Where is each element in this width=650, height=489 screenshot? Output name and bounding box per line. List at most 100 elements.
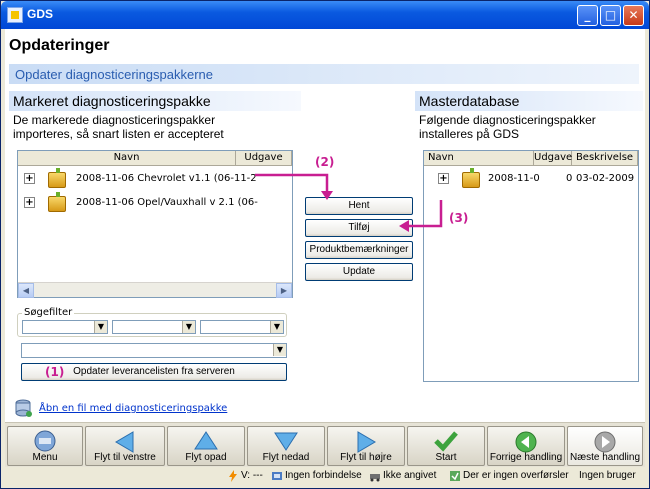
minimize-button[interactable]: _ (577, 5, 598, 26)
menu-label: Menu (32, 452, 58, 463)
filter-combo-2[interactable]: ▼ (112, 320, 196, 334)
package-description: 03-02-2009 (576, 173, 635, 184)
move-up-button[interactable]: Flyt opad (167, 426, 245, 466)
package-name: 2008-11-06 Chevrolet v1.1 (06-11-2 (76, 173, 257, 184)
voltage-status: V: --- (241, 470, 263, 481)
right-panel-header-bar: Masterdatabase (415, 91, 643, 111)
filter-combo-3[interactable]: ▼ (200, 320, 284, 334)
annotation-3: (3) (449, 211, 469, 225)
filter-combo-1[interactable]: ▼ (22, 320, 108, 334)
add-label: Tilføj (348, 222, 370, 233)
left-panel-header-bar: Markeret diagnosticeringspakke (9, 91, 301, 111)
list-item[interactable]: + 2008-11-06 Opel/Vauxhall v 2.1 (06- (18, 192, 292, 214)
move-right-label: Flyt til højre (340, 452, 392, 463)
product-notes-button[interactable]: Produktbemærkninger (305, 241, 413, 259)
menu-icon (34, 430, 56, 452)
connection-icon (272, 472, 282, 480)
previous-action-label: Forrige handling (489, 452, 563, 463)
window-title: GDS (27, 7, 54, 21)
filter-combo-wide[interactable]: ▼ (21, 343, 287, 358)
app-icon (7, 7, 23, 23)
annotation-1: (1) (45, 365, 65, 379)
update-delivery-list-button[interactable]: Opdater leverancelisten fra serveren (21, 363, 287, 381)
list-item[interactable]: + 2008-11-0 0 03-02-2009 (424, 168, 638, 190)
annotation-arrows (255, 173, 443, 232)
list-item[interactable]: + 2008-11-06 Chevrolet v1.1 (06-11-2 (18, 168, 292, 190)
chevron-down-icon[interactable]: ▼ (270, 321, 283, 333)
start-button[interactable]: Start (407, 426, 485, 466)
left-description-line2: importeres, så snart listen er acceptere… (13, 127, 224, 141)
right-panel-description: Følgende diagnosticeringspakker installe… (419, 113, 596, 141)
arrow-2 (255, 173, 329, 195)
right-description-line2: installeres på GDS (419, 127, 520, 141)
chevron-down-icon[interactable]: ▼ (94, 321, 107, 333)
page-title: Opdateringer (9, 37, 110, 54)
navigation-toolbar: Menu Flyt til venstre Flyt opad Flyt ned… (5, 422, 645, 467)
column-header-edition[interactable]: Udgave (534, 151, 572, 166)
connection-status: Ingen forbindelse (285, 470, 362, 481)
arrow-down-icon (274, 432, 298, 451)
close-button[interactable]: ✕ (623, 5, 644, 26)
update-delivery-list-label: Opdater leverancelisten fra serveren (73, 366, 235, 377)
move-right-button[interactable]: Flyt til højre (327, 426, 405, 466)
expand-icon[interactable]: + (438, 173, 449, 184)
move-left-button[interactable]: Flyt til venstre (85, 426, 165, 466)
next-action-label: Næste handling (569, 452, 641, 463)
maximize-button[interactable]: □ (600, 5, 621, 26)
database-icon (15, 399, 33, 419)
chevron-down-icon[interactable]: ▼ (273, 344, 286, 356)
scroll-left-icon[interactable]: ◀ (18, 283, 34, 298)
lightning-icon (229, 470, 237, 482)
expand-icon[interactable]: + (24, 197, 35, 208)
arrow-2-head (321, 191, 333, 200)
arrow-3-head (399, 220, 409, 232)
horizontal-scrollbar[interactable]: ◀ ▶ (18, 282, 292, 298)
chevron-down-icon[interactable]: ▼ (182, 321, 195, 333)
title-bar[interactable]: GDS _ □ ✕ (1, 1, 649, 29)
selected-packages-list[interactable]: Navn Udgave + 2008-11-06 Chevrolet v1.1 … (17, 150, 293, 298)
arrow-3 (405, 200, 443, 228)
arrow-up-icon (194, 431, 218, 450)
move-down-button[interactable]: Flyt nedad (247, 426, 325, 466)
package-icon (48, 192, 66, 212)
search-filter-legend: Søgefilter (22, 307, 75, 318)
move-down-label: Flyt nedad (262, 452, 310, 463)
arrow-left-icon (115, 431, 134, 453)
package-edition: 0 (566, 173, 573, 184)
move-up-label: Flyt opad (185, 452, 227, 463)
column-header-name[interactable]: Navn (18, 151, 236, 166)
left-panel-header: Markeret diagnosticeringspakke (13, 93, 211, 109)
annotation-2: (2) (315, 155, 335, 169)
start-label: Start (435, 452, 457, 463)
transfer-icon (450, 471, 460, 481)
left-panel-description: De markerede diagnosticeringspakker impo… (13, 113, 224, 141)
search-filter-group: Søgefilter ▼ ▼ ▼ (17, 307, 287, 337)
status-bar: V: --- Ingen forbindelse Ikke angivet De… (5, 467, 645, 486)
main-content: Opdateringer Opdater diagnosticeringspak… (5, 29, 645, 422)
user-status: Ingen bruger (579, 470, 636, 481)
checkmark-icon (434, 431, 458, 452)
master-database-list[interactable]: Navn Udgave Beskrivelse + 2008-11-0 0 03… (423, 150, 639, 382)
right-panel-header: Masterdatabase (419, 93, 520, 109)
package-name: 2008-11-06 Opel/Vauxhall v 2.1 (06- (76, 197, 258, 208)
expand-icon[interactable]: + (24, 173, 35, 184)
column-header-name[interactable]: Navn (424, 151, 534, 166)
column-header-edition[interactable]: Udgave (236, 151, 292, 166)
fetch-label: Hent (348, 200, 370, 211)
transfers-status: Der er ingen overførsler (463, 470, 569, 481)
scroll-right-icon[interactable]: ▶ (276, 283, 292, 298)
fetch-button[interactable]: Hent (305, 197, 413, 215)
menu-button[interactable]: Menu (7, 426, 83, 466)
add-button[interactable]: Tilføj (305, 219, 413, 237)
next-action-button[interactable]: Næste handling (567, 426, 643, 466)
right-description-line1: Følgende diagnosticeringspakker (419, 113, 596, 127)
package-icon (48, 168, 66, 188)
forward-circle-icon (594, 431, 616, 453)
open-package-file-link[interactable]: Åbn en fil med diagnosticeringspakke (39, 403, 228, 414)
update-button[interactable]: Update (305, 263, 413, 281)
previous-action-button[interactable]: Forrige handling (487, 426, 565, 466)
vehicle-icon (370, 474, 380, 482)
column-header-description[interactable]: Beskrivelse (572, 151, 638, 166)
package-name: 2008-11-0 (488, 173, 540, 184)
